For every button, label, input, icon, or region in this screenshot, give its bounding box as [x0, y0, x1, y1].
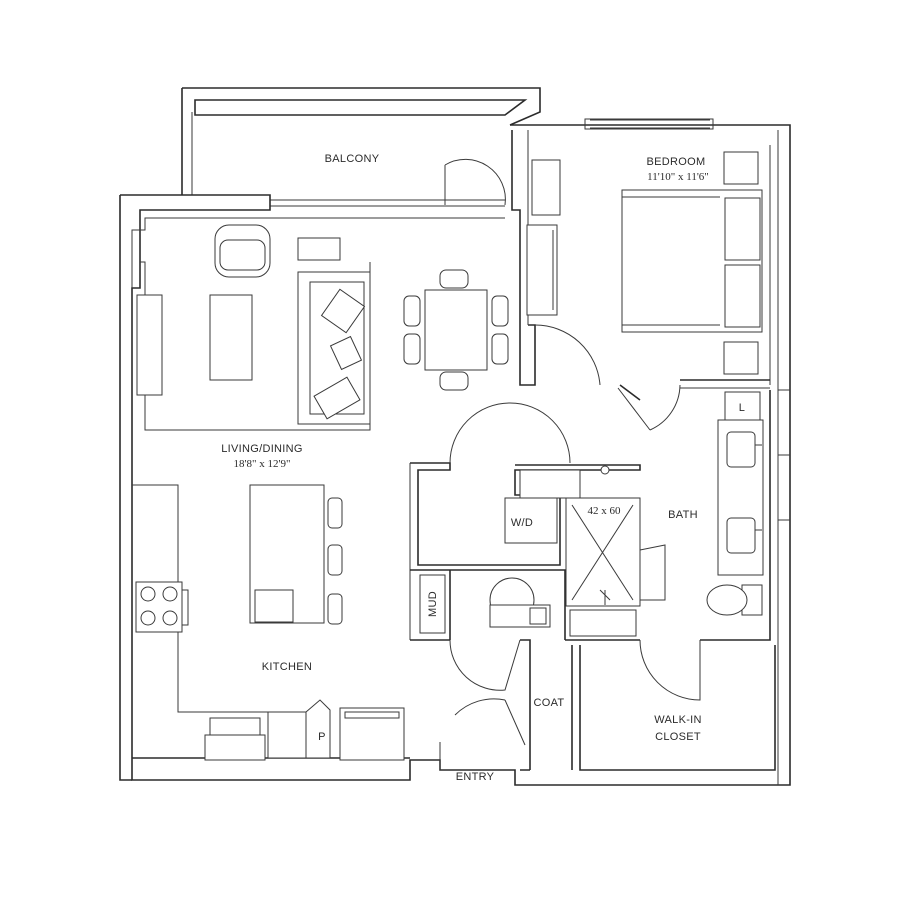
walk-in-closet-label-1: WALK-IN — [654, 714, 702, 726]
balcony-label: BALCONY — [325, 153, 380, 165]
mud-label: MUD — [427, 591, 439, 617]
doors — [439, 158, 701, 770]
bedroom-size: 11'10" x 11'6" — [647, 171, 709, 183]
living-dining-size: 18'8" x 12'9" — [234, 458, 291, 470]
living-dining-label: LIVING/DINING — [221, 443, 303, 455]
washer-dryer-label: W/D — [511, 517, 533, 529]
exterior-walls — [119, 87, 791, 786]
pantry-label: P — [318, 731, 326, 743]
interior-walls — [132, 130, 776, 771]
bath-label: BATH — [668, 509, 698, 521]
room-labels: BALCONY BEDROOM 11'10" x 11'6" LIVING/DI… — [221, 153, 745, 783]
entry-label: ENTRY — [456, 771, 495, 783]
coat-label: COAT — [534, 697, 565, 709]
walk-in-closet-label-2: CLOSET — [655, 731, 701, 743]
shower-size-label: 42 x 60 — [588, 505, 622, 517]
kitchen-label: KITCHEN — [262, 661, 312, 673]
bedroom-label: BEDROOM — [647, 156, 706, 168]
linen-label: L — [739, 402, 745, 414]
furniture — [135, 151, 764, 761]
